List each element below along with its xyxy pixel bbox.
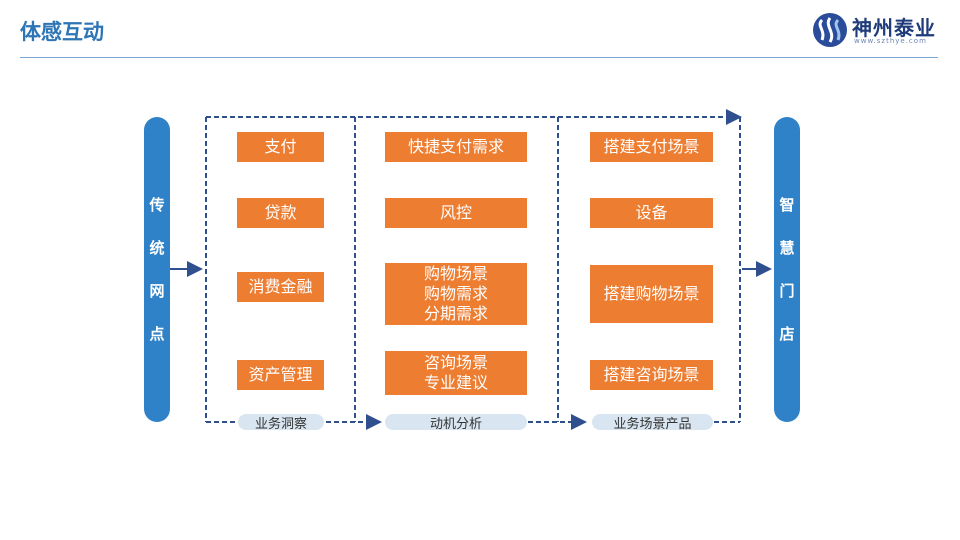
box-text: 搭建购物场景 <box>603 284 700 303</box>
product-box: 搭建支付场景 <box>590 132 713 162</box>
title-divider <box>20 57 938 58</box>
motive-box: 咨询场景 专业建议 <box>385 351 527 395</box>
box-text: 专业建议 <box>423 373 488 392</box>
column-label-insight: 业务洞察 <box>238 414 324 432</box>
box-text: 支付 <box>264 137 297 156</box>
pill-char: 网 <box>149 281 165 300</box>
insight-box: 支付 <box>237 132 324 162</box>
company-logo: 神州泰业 www.szthye.com <box>812 12 942 52</box>
product-box: 搭建咨询场景 <box>590 360 713 390</box>
page-title: 体感互动 <box>20 20 104 44</box>
pill-char: 慧 <box>779 238 795 257</box>
box-text: 分期需求 <box>423 304 488 323</box>
logo-name: 神州泰业 <box>852 16 936 40</box>
box-text: 设备 <box>635 203 668 222</box>
motive-box: 购物场景 购物需求 分期需求 <box>385 263 527 325</box>
column-label-product: 业务场景产品 <box>592 414 713 432</box>
logo-mark-icon <box>813 13 847 47</box>
traditional-branch-pill: 传 统 网 点 <box>144 117 170 422</box>
motive-box: 快捷支付需求 <box>385 132 527 162</box>
box-text: 贷款 <box>264 203 297 222</box>
pill-char: 智 <box>779 195 795 214</box>
logo-url: www.szthye.com <box>854 37 927 45</box>
box-text: 咨询场景 <box>423 353 488 372</box>
box-text: 风控 <box>439 203 472 222</box>
insight-box: 消费金融 <box>237 272 324 302</box>
box-text: 购物场景 <box>423 264 488 283</box>
box-text: 快捷支付需求 <box>407 137 504 156</box>
box-text: 资产管理 <box>248 365 313 384</box>
box-text: 搭建咨询场景 <box>603 365 700 384</box>
box-text: 购物需求 <box>423 284 488 303</box>
smart-store-pill: 智 慧 门 店 <box>774 117 800 422</box>
pill-char: 门 <box>779 281 795 300</box>
insight-box: 贷款 <box>237 198 324 228</box>
product-box: 设备 <box>590 198 713 228</box>
box-text: 搭建支付场景 <box>603 137 700 156</box>
insight-box: 资产管理 <box>237 360 324 390</box>
pill-char: 统 <box>149 238 165 257</box>
motive-box: 风控 <box>385 198 527 228</box>
pill-char: 传 <box>149 195 165 214</box>
box-text: 消费金融 <box>248 277 313 296</box>
product-box: 搭建购物场景 <box>590 265 713 323</box>
pill-char: 店 <box>779 324 795 343</box>
pill-char: 点 <box>149 324 165 343</box>
column-label-motive: 动机分析 <box>385 414 527 432</box>
